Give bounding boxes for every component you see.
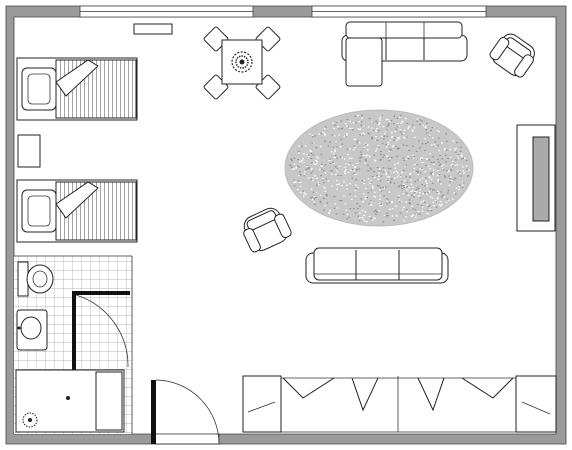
sofa-top	[341, 21, 468, 87]
plant-centerpiece	[231, 51, 253, 73]
wall-shelf	[133, 23, 173, 35]
closet-door	[417, 377, 445, 412]
pillow	[21, 189, 57, 233]
pillow	[21, 67, 57, 111]
bed	[16, 57, 138, 121]
wardrobe-right	[515, 375, 557, 433]
fireplace	[516, 124, 556, 232]
shower	[15, 369, 125, 433]
bed	[16, 179, 138, 243]
bath-door-swing	[75, 294, 129, 368]
closet-door	[461, 377, 514, 399]
entry-door	[151, 379, 220, 445]
sink	[16, 309, 48, 351]
dining-set	[203, 26, 281, 100]
wardrobe-left	[242, 375, 282, 433]
armchair	[489, 33, 535, 78]
entry-opening	[154, 433, 220, 445]
sofa-bottom	[305, 247, 449, 284]
bathroom	[14, 255, 133, 434]
top-windows	[79, 5, 487, 18]
rug	[284, 109, 474, 227]
toilet	[17, 261, 54, 297]
closet-door	[351, 377, 379, 412]
nightstand	[17, 134, 41, 168]
closet-door	[282, 377, 335, 399]
closet-bifold-doors	[281, 376, 516, 433]
armchair	[243, 207, 292, 253]
bath-partition	[72, 291, 130, 371]
